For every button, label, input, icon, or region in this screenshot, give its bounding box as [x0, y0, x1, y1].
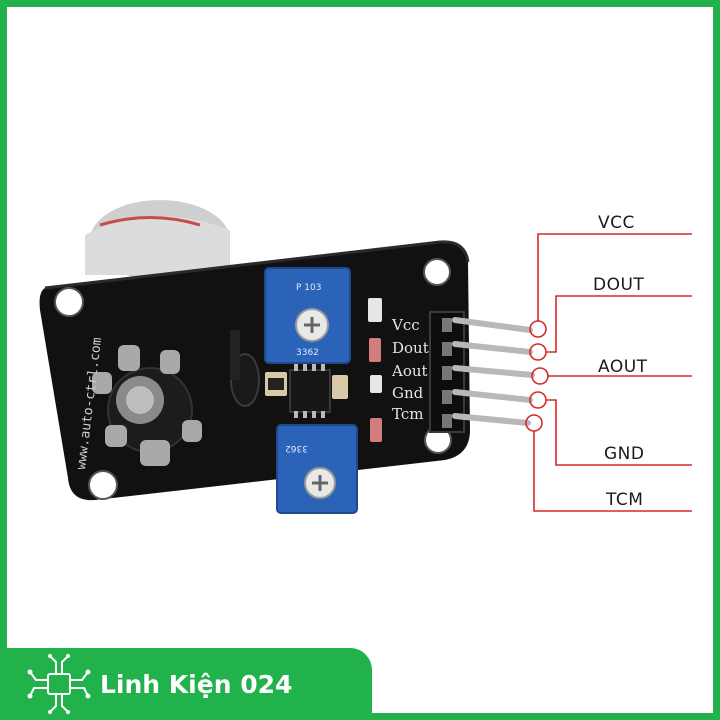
- silk-gnd: Gnd: [392, 384, 424, 402]
- header-pins: [452, 317, 535, 426]
- gas-sensor-cylinder: [85, 200, 230, 280]
- silk-aout: Aout: [391, 362, 428, 380]
- smd-component: [368, 298, 382, 322]
- smd-resistor: [332, 375, 348, 399]
- brand-name: Linh Kiện 024: [100, 670, 293, 699]
- label-vcc: VCC: [598, 213, 635, 233]
- mounting-hole: [54, 287, 84, 317]
- ic-chip: [289, 364, 331, 418]
- pin-callout-lines: [525, 233, 692, 512]
- silk-tcm: Tcm: [392, 405, 423, 423]
- brand-bar: [0, 648, 372, 720]
- led: [370, 418, 382, 442]
- pcb-board: [39, 240, 471, 501]
- mounting-hole: [88, 470, 118, 500]
- pin-header: [429, 311, 465, 433]
- label-dout: DOUT: [593, 275, 645, 295]
- pot-top-code: 3362: [296, 348, 319, 358]
- pot-top-value: P 103: [296, 283, 321, 293]
- silk-vcc: Vcc: [391, 316, 420, 334]
- led: [369, 338, 381, 362]
- potentiometer-top: [264, 267, 351, 364]
- pot-bottom-code: 3362: [285, 443, 308, 453]
- smd-component: [370, 375, 382, 393]
- potentiometer-bottom: [276, 424, 358, 514]
- sensor-solder-pads: [92, 345, 202, 466]
- mounting-hole: [423, 258, 451, 286]
- label-tcm: TCM: [606, 490, 644, 510]
- label-aout: AOUT: [598, 357, 648, 377]
- chip-logo-icon: [27, 654, 91, 714]
- silk-dout: Dout: [392, 339, 429, 357]
- label-gnd: GND: [604, 444, 645, 464]
